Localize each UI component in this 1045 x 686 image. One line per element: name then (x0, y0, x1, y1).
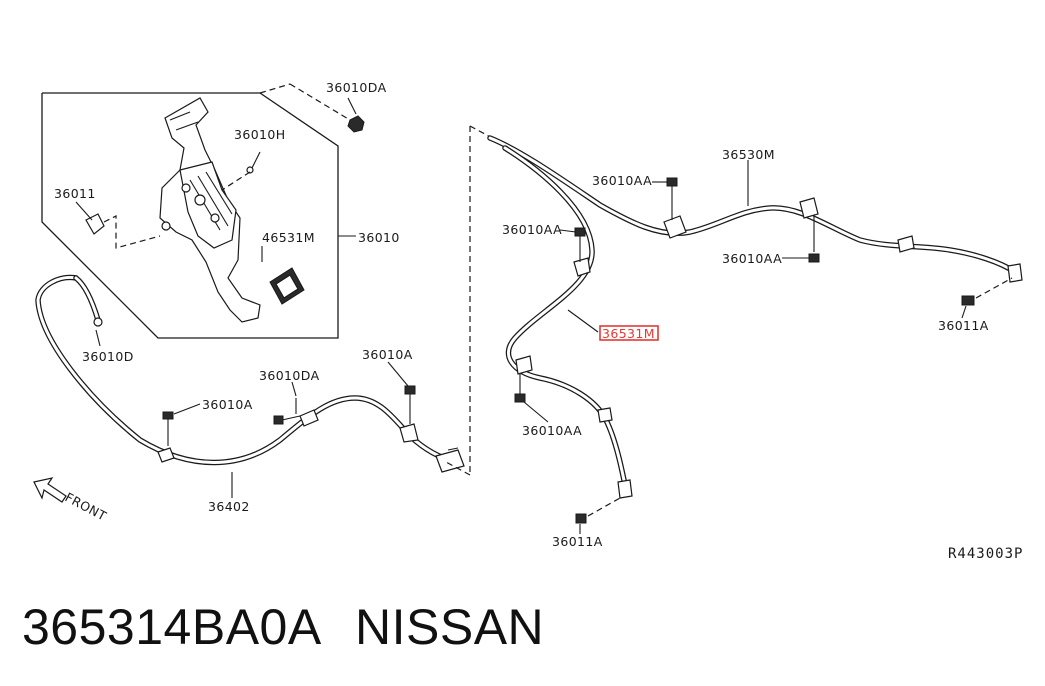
bolt-36010aa-mid (574, 227, 586, 262)
bolt-36010aa-low (514, 374, 526, 403)
callout-36010h[interactable]: 36010H (234, 127, 286, 142)
bolt-36010aa-top (666, 177, 678, 220)
front-label: FRONT (63, 489, 110, 523)
bolt-36011a-right (961, 277, 1013, 306)
callout-36531m-highlighted[interactable]: 36531M (602, 326, 655, 341)
pedal-assembly-box (41, 83, 351, 339)
callout-36010[interactable]: 36010 (358, 230, 400, 245)
part-number: 365314BA0A (22, 599, 322, 655)
clip-36011 (75, 201, 161, 249)
front-cable-36402 (35, 274, 465, 473)
callout-46531m[interactable]: 46531M (262, 230, 315, 245)
leader-lines (95, 160, 967, 534)
rear-cable-36531m (502, 145, 633, 499)
callout-36011a-low[interactable]: 36011A (552, 534, 603, 549)
reference-code: R443003P (948, 546, 1023, 562)
callout-36011a-right[interactable]: 36011A (938, 318, 989, 333)
callout-36010d[interactable]: 36010D (82, 349, 134, 364)
bolt-36010a-mid (404, 385, 416, 424)
bolt-36010a-left (162, 411, 174, 446)
callout-36402[interactable]: 36402 (208, 499, 250, 514)
callout-36011[interactable]: 36011 (54, 186, 96, 201)
bolt-36010h (221, 151, 261, 191)
callout-36010da-mid[interactable]: 36010DA (259, 368, 320, 383)
callout-36530m[interactable]: 36530M (722, 147, 775, 162)
callout-36010aa-low[interactable]: 36010AA (522, 423, 582, 438)
callout-36010a-mid[interactable]: 36010A (362, 347, 413, 362)
callout-36010aa-mid[interactable]: 36010AA (502, 222, 562, 237)
bolt-36010da-mid (273, 398, 301, 425)
callout-36010a-left[interactable]: 36010A (202, 397, 253, 412)
highlight-box-36531m (599, 325, 659, 341)
brand-name: NISSAN (355, 599, 545, 655)
nut-36010da-top (347, 97, 365, 133)
parking-brake-pedal (159, 97, 305, 323)
front-arrow-icon (33, 477, 67, 503)
callout-36010da-top[interactable]: 36010DA (326, 80, 387, 95)
rear-cable-36530m (487, 135, 1023, 283)
callout-36010aa-top[interactable]: 36010AA (592, 173, 652, 188)
callout-36010aa-right[interactable]: 36010AA (722, 251, 782, 266)
bolt-36011a-low (575, 497, 621, 524)
